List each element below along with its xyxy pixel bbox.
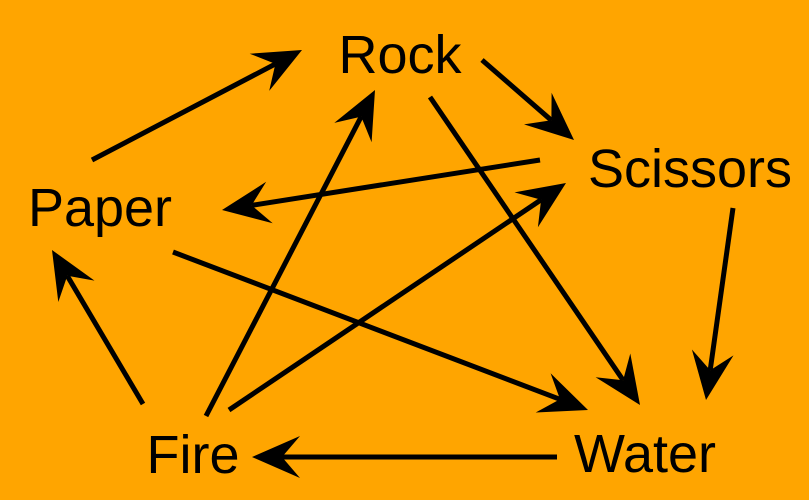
arrow-shaft [707,207,736,371]
arrow-paper-to-rock [90,50,302,163]
arrow-rock-to-scissors [480,58,574,140]
arrow-scissors-to-paper [222,157,541,224]
arrow-shaft [172,249,561,402]
arrow-shaft [251,157,541,208]
arrow-head [222,181,273,224]
arrow-fire-to-paper [52,250,146,406]
node-rock: Rock [338,25,462,85]
arrow-head [252,436,300,478]
arrow-head [52,250,95,302]
arrow-head [691,349,734,400]
arrow-fire-to-rock [203,90,375,418]
arrow-water-to-fire [252,436,557,478]
node-fire: Fire [147,425,240,485]
arrow-rock-to-water [427,95,640,405]
node-water: Water [574,424,716,484]
arrow-head [514,183,566,228]
edges-layer [52,50,736,478]
labels-layer: Rock Scissors Paper Fire Water [28,25,792,485]
node-scissors: Scissors [588,139,792,199]
arrow-shaft [227,197,543,413]
arrow-head [249,50,302,91]
arrow-shaft [480,58,554,123]
arrow-head [595,353,640,405]
arrow-head [524,92,574,140]
arrow-scissors-to-water [691,207,736,400]
arrow-fire-to-scissors [227,183,566,413]
arrow-paper-to-water [172,249,588,413]
arrow-shaft [90,61,277,163]
arrow-head [535,373,588,413]
arrow-shaft [427,95,626,382]
arrow-shaft [65,274,146,406]
arrow-head [334,90,375,143]
arrow-shaft [203,115,364,418]
node-paper: Paper [28,178,172,238]
